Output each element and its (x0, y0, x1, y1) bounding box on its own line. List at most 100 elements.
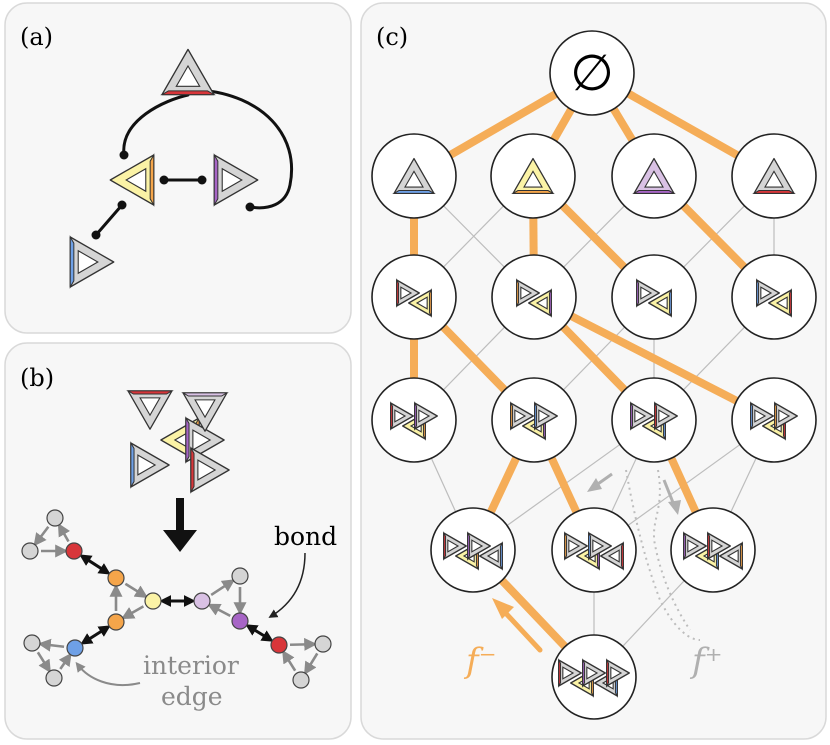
interior-edge (210, 579, 236, 597)
lattice-node (731, 377, 817, 463)
triangle-tile-icon (648, 288, 672, 318)
lattice-node (371, 133, 457, 219)
interior-edge (57, 523, 71, 543)
interior-edge (289, 637, 318, 651)
triangle-tile-icon (414, 401, 438, 431)
panel-a-frame (4, 2, 352, 334)
f-plus-path (625, 469, 701, 641)
triangle-tile-icon (511, 157, 555, 195)
lattice-node (491, 377, 577, 463)
lattice-node: ∅ (549, 30, 635, 116)
triangle-tile-icon (516, 278, 540, 308)
f-minus-label: f⁻ (463, 641, 497, 681)
triangle-tile-icon (534, 401, 558, 431)
triangle-tile-icon (719, 541, 743, 571)
assembly-tile-icon (181, 392, 229, 432)
interior-edge (121, 605, 145, 620)
triangle-tile-icon (606, 658, 630, 688)
graph-node (292, 671, 310, 689)
triangle-tile-icon (636, 278, 660, 308)
bond-edge (245, 624, 274, 642)
graph-node (23, 634, 41, 652)
lattice-node (371, 254, 457, 340)
bond-pointer-arrow (268, 552, 306, 618)
triangle-tile-icon (392, 157, 436, 195)
triangle-tile-icon (654, 401, 678, 431)
triangle-tile-icon (683, 531, 707, 561)
edge-label: edge (161, 682, 223, 711)
assembly-tile-icon (130, 441, 170, 489)
triangle-tile-icon (582, 658, 606, 688)
graph-node (193, 592, 211, 610)
bond-edge (79, 554, 111, 575)
red-tile-icon (160, 48, 216, 96)
graph-node (65, 542, 83, 560)
panel-b-assembly (126, 390, 230, 494)
panel-c-label: (c) (376, 23, 408, 51)
triangle-tile-icon (768, 288, 792, 318)
f-plus-label: f⁺ (689, 641, 723, 681)
interior-edge (37, 638, 65, 652)
interior-edge (304, 652, 319, 676)
graph-node (107, 569, 125, 587)
triangle-tile-icon (707, 531, 731, 561)
lattice-nodes: ∅ (371, 30, 817, 720)
panel-a-label: (a) (20, 23, 53, 51)
graph-node (107, 613, 125, 631)
triangle-tile-icon (752, 157, 796, 195)
f-plus-arrow-left-icon (587, 472, 613, 492)
lattice-node (371, 377, 457, 463)
triangle-tile-icon (750, 401, 774, 431)
lattice-node (670, 507, 756, 593)
lattice-node (491, 254, 577, 340)
f-minus-arrow-icon (492, 598, 543, 653)
triangle-tile-icon (528, 288, 552, 318)
interior-edge-pointer-arrow (75, 661, 141, 687)
graph-node (231, 612, 249, 630)
triangle-tile-icon (443, 531, 467, 561)
lattice-node (731, 254, 817, 340)
graph-node (45, 669, 63, 687)
blue-tile-icon (69, 235, 115, 289)
graph-node (21, 542, 39, 560)
interior-edge (207, 603, 231, 618)
lattice-heavy-edge (532, 293, 776, 424)
graph-node (46, 509, 64, 527)
interior-edge (33, 525, 50, 547)
triangle-tile-icon (632, 157, 676, 195)
panel-a-tiles (69, 48, 259, 289)
graph-node (66, 639, 84, 657)
panel-b-graph (21, 509, 332, 689)
panel-a-bond-dots (91, 150, 255, 240)
triangle-tile-icon (774, 401, 798, 431)
empty-set-symbol: ∅ (570, 44, 614, 102)
assembly-tile-icon (126, 390, 174, 430)
orange-tile-icon (109, 153, 155, 207)
triangle-tile-icon (756, 278, 780, 308)
triangle-tile-icon (600, 541, 624, 571)
assembly-tile-icon (190, 446, 230, 494)
f-plus-arrow-down-icon (662, 479, 681, 515)
graph-node (314, 635, 332, 653)
panel-b-label: (b) (20, 364, 54, 392)
triangle-tile-icon (479, 541, 503, 571)
interior-edge (282, 649, 297, 672)
lattice-node (551, 507, 637, 593)
triangle-tile-icon (564, 531, 588, 561)
graph-node (270, 636, 288, 654)
bond-edge (80, 625, 111, 645)
triangle-tile-icon (588, 531, 612, 561)
interior-edge (58, 652, 72, 670)
lattice-node (430, 507, 516, 593)
lattice-node (551, 634, 637, 720)
purple-tile-icon (213, 153, 259, 207)
graph-node (231, 567, 249, 585)
triangle-tile-icon (558, 658, 582, 688)
interior-edge (124, 582, 149, 598)
triangle-tile-icon (630, 401, 654, 431)
bond-label: bond (274, 522, 337, 551)
lattice-node (611, 254, 697, 340)
down-arrow-icon (163, 498, 197, 552)
panel-a-connections (94, 88, 293, 237)
